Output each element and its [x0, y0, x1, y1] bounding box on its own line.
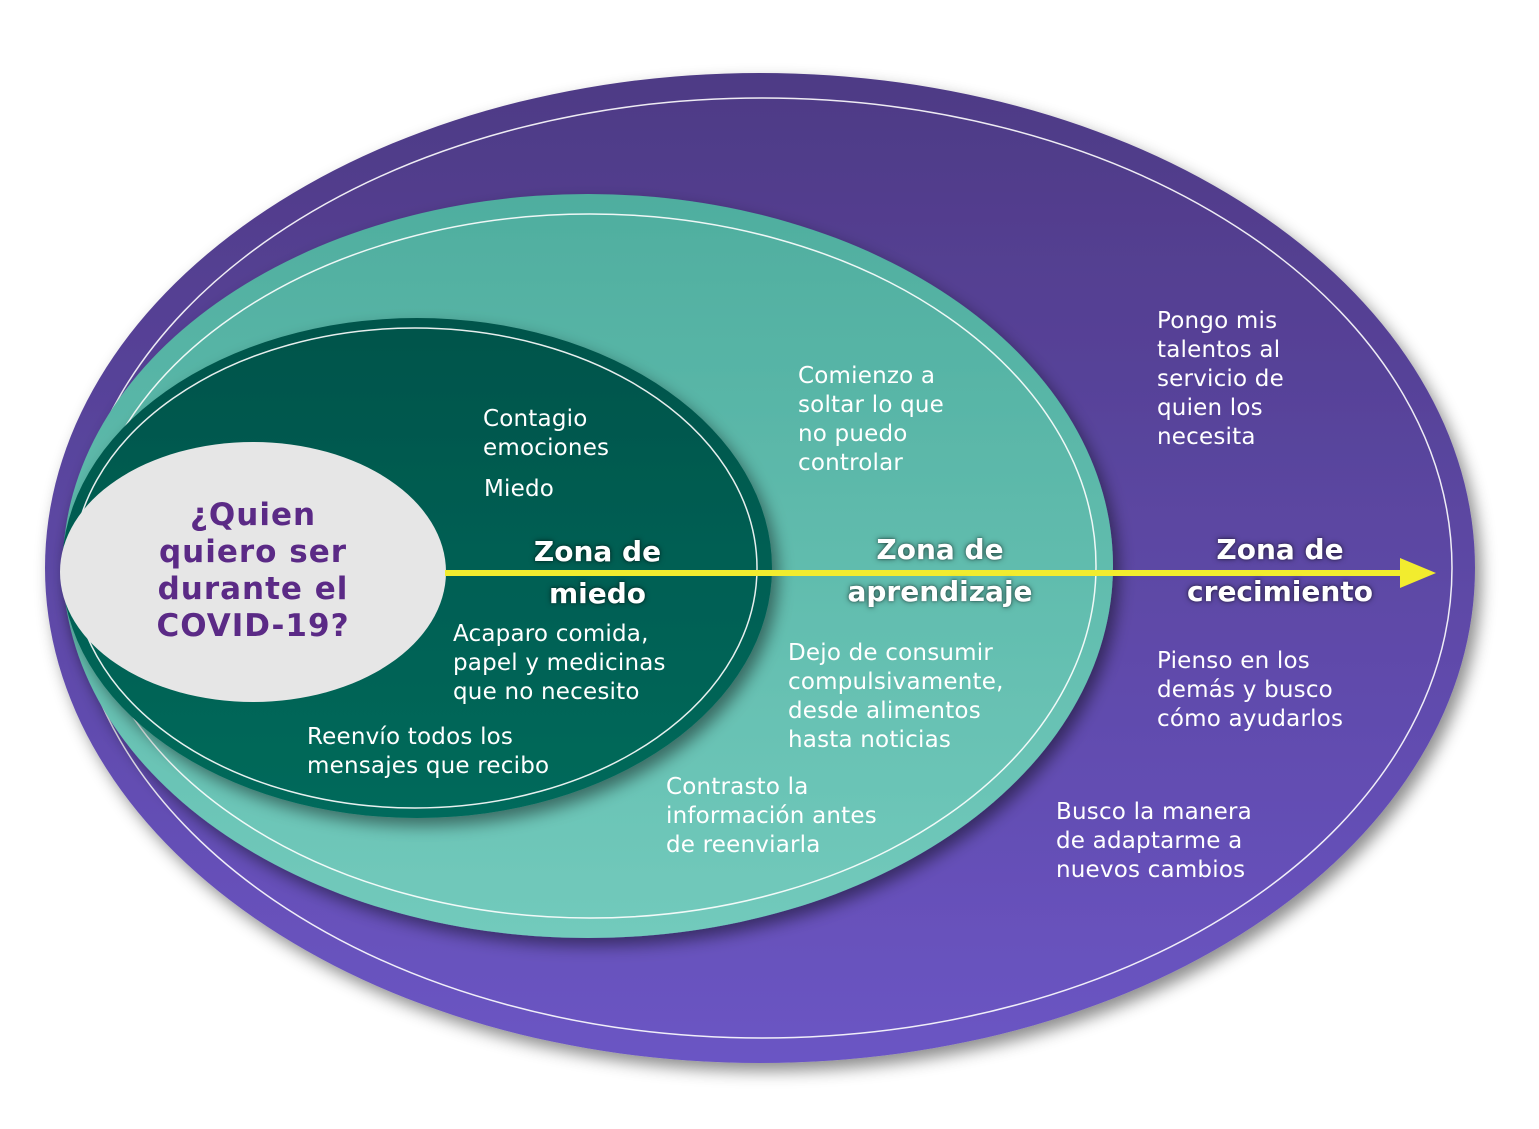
progress-arrow-head	[1400, 558, 1436, 588]
center-question: ¿Quien quiero ser durante el COVID-19?	[156, 497, 350, 644]
growth-item-adapt: Busco la manera de adaptarme a nuevos ca…	[1056, 799, 1252, 883]
fear-zone-title: Zona de miedo	[533, 535, 662, 610]
learning-item-letting-go: Comienzo a soltar lo que no puedo contro…	[798, 363, 945, 476]
fear-item-fear: Miedo	[484, 476, 555, 502]
learning-item-consumption: Dejo de consumir compulsivamente, desde …	[788, 640, 1004, 753]
fear-item-hoarding: Acaparo comida, papel y medicinas que no…	[453, 621, 666, 705]
growth-item-others: Pienso en los demás y busco cómo ayudarl…	[1157, 648, 1344, 732]
learning-item-contrast: Contrasto la información antes de reenvi…	[666, 774, 877, 858]
center-question-ellipse	[60, 442, 446, 702]
fear-item-forwarding: Reenvío todos los mensajes que recibo	[307, 724, 550, 779]
fear-item-contagion: Contagio emociones	[483, 406, 610, 461]
learning-zone-title: Zona de aprendizaje	[847, 533, 1033, 608]
growth-item-talents: Pongo mis talentos al servicio de quien …	[1157, 308, 1284, 450]
growth-zone-title: Zona de crecimiento	[1187, 533, 1373, 608]
